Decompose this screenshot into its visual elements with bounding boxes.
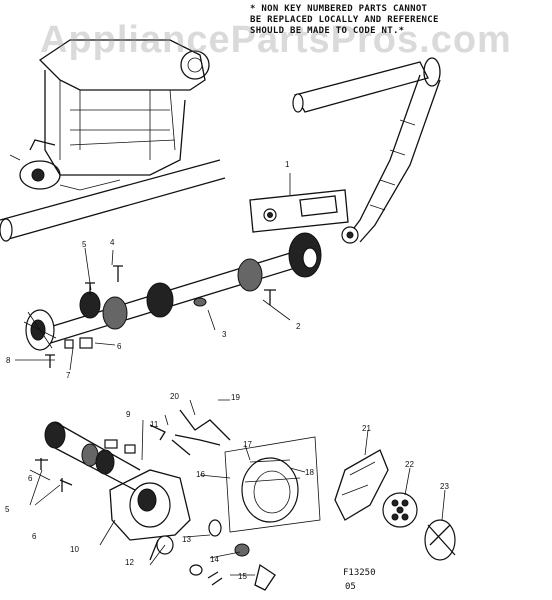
hook-case-group (224, 436, 321, 533)
hook-parts (334, 449, 456, 561)
callout-16: 16 (196, 470, 205, 479)
callout-1: 1 (285, 160, 290, 169)
leader-lines (15, 247, 446, 576)
callout-7: 7 (66, 371, 71, 380)
callout-20: 20 (170, 392, 179, 401)
main-shaft (23, 232, 322, 351)
callout-13: 13 (182, 535, 191, 544)
part-1-assembly (249, 173, 349, 233)
callout-5: 5 (82, 240, 87, 249)
callout-17: 17 (243, 440, 252, 449)
callout-21: 21 (362, 424, 371, 433)
callout-6: 6 (117, 342, 122, 351)
callout-14: 14 (210, 555, 219, 564)
callout-6c: 6 (32, 532, 37, 541)
callout-3: 3 (222, 330, 227, 339)
callout-22: 22 (405, 460, 414, 469)
spring-wires (171, 409, 231, 456)
bed-rod (0, 159, 226, 242)
callout-11: 11 (150, 420, 159, 429)
callout-6b: 6 (28, 474, 33, 483)
callout-8: 8 (6, 356, 11, 365)
callout-23: 23 (440, 482, 449, 491)
callout-12: 12 (125, 558, 134, 567)
callout-2: 2 (296, 322, 301, 331)
callout-15: 15 (238, 572, 247, 581)
callout-18: 18 (305, 468, 314, 477)
hook-drive-assembly (35, 421, 191, 541)
drawing-reference: F13250 (343, 568, 376, 578)
callout-10: 10 (70, 545, 79, 554)
shaft-screws (45, 265, 276, 368)
header-note: * NON KEY NUMBERED PARTS CANNOT BE REPLA… (250, 4, 439, 36)
upper-arm-lever (292, 57, 441, 244)
callout-5b: 5 (5, 505, 10, 514)
machine-frame-sketch (9, 39, 210, 191)
callout-4: 4 (110, 238, 115, 247)
callout-9: 9 (126, 410, 131, 419)
callout-19: 19 (231, 393, 240, 402)
drawing-revision: 05 (345, 582, 356, 592)
